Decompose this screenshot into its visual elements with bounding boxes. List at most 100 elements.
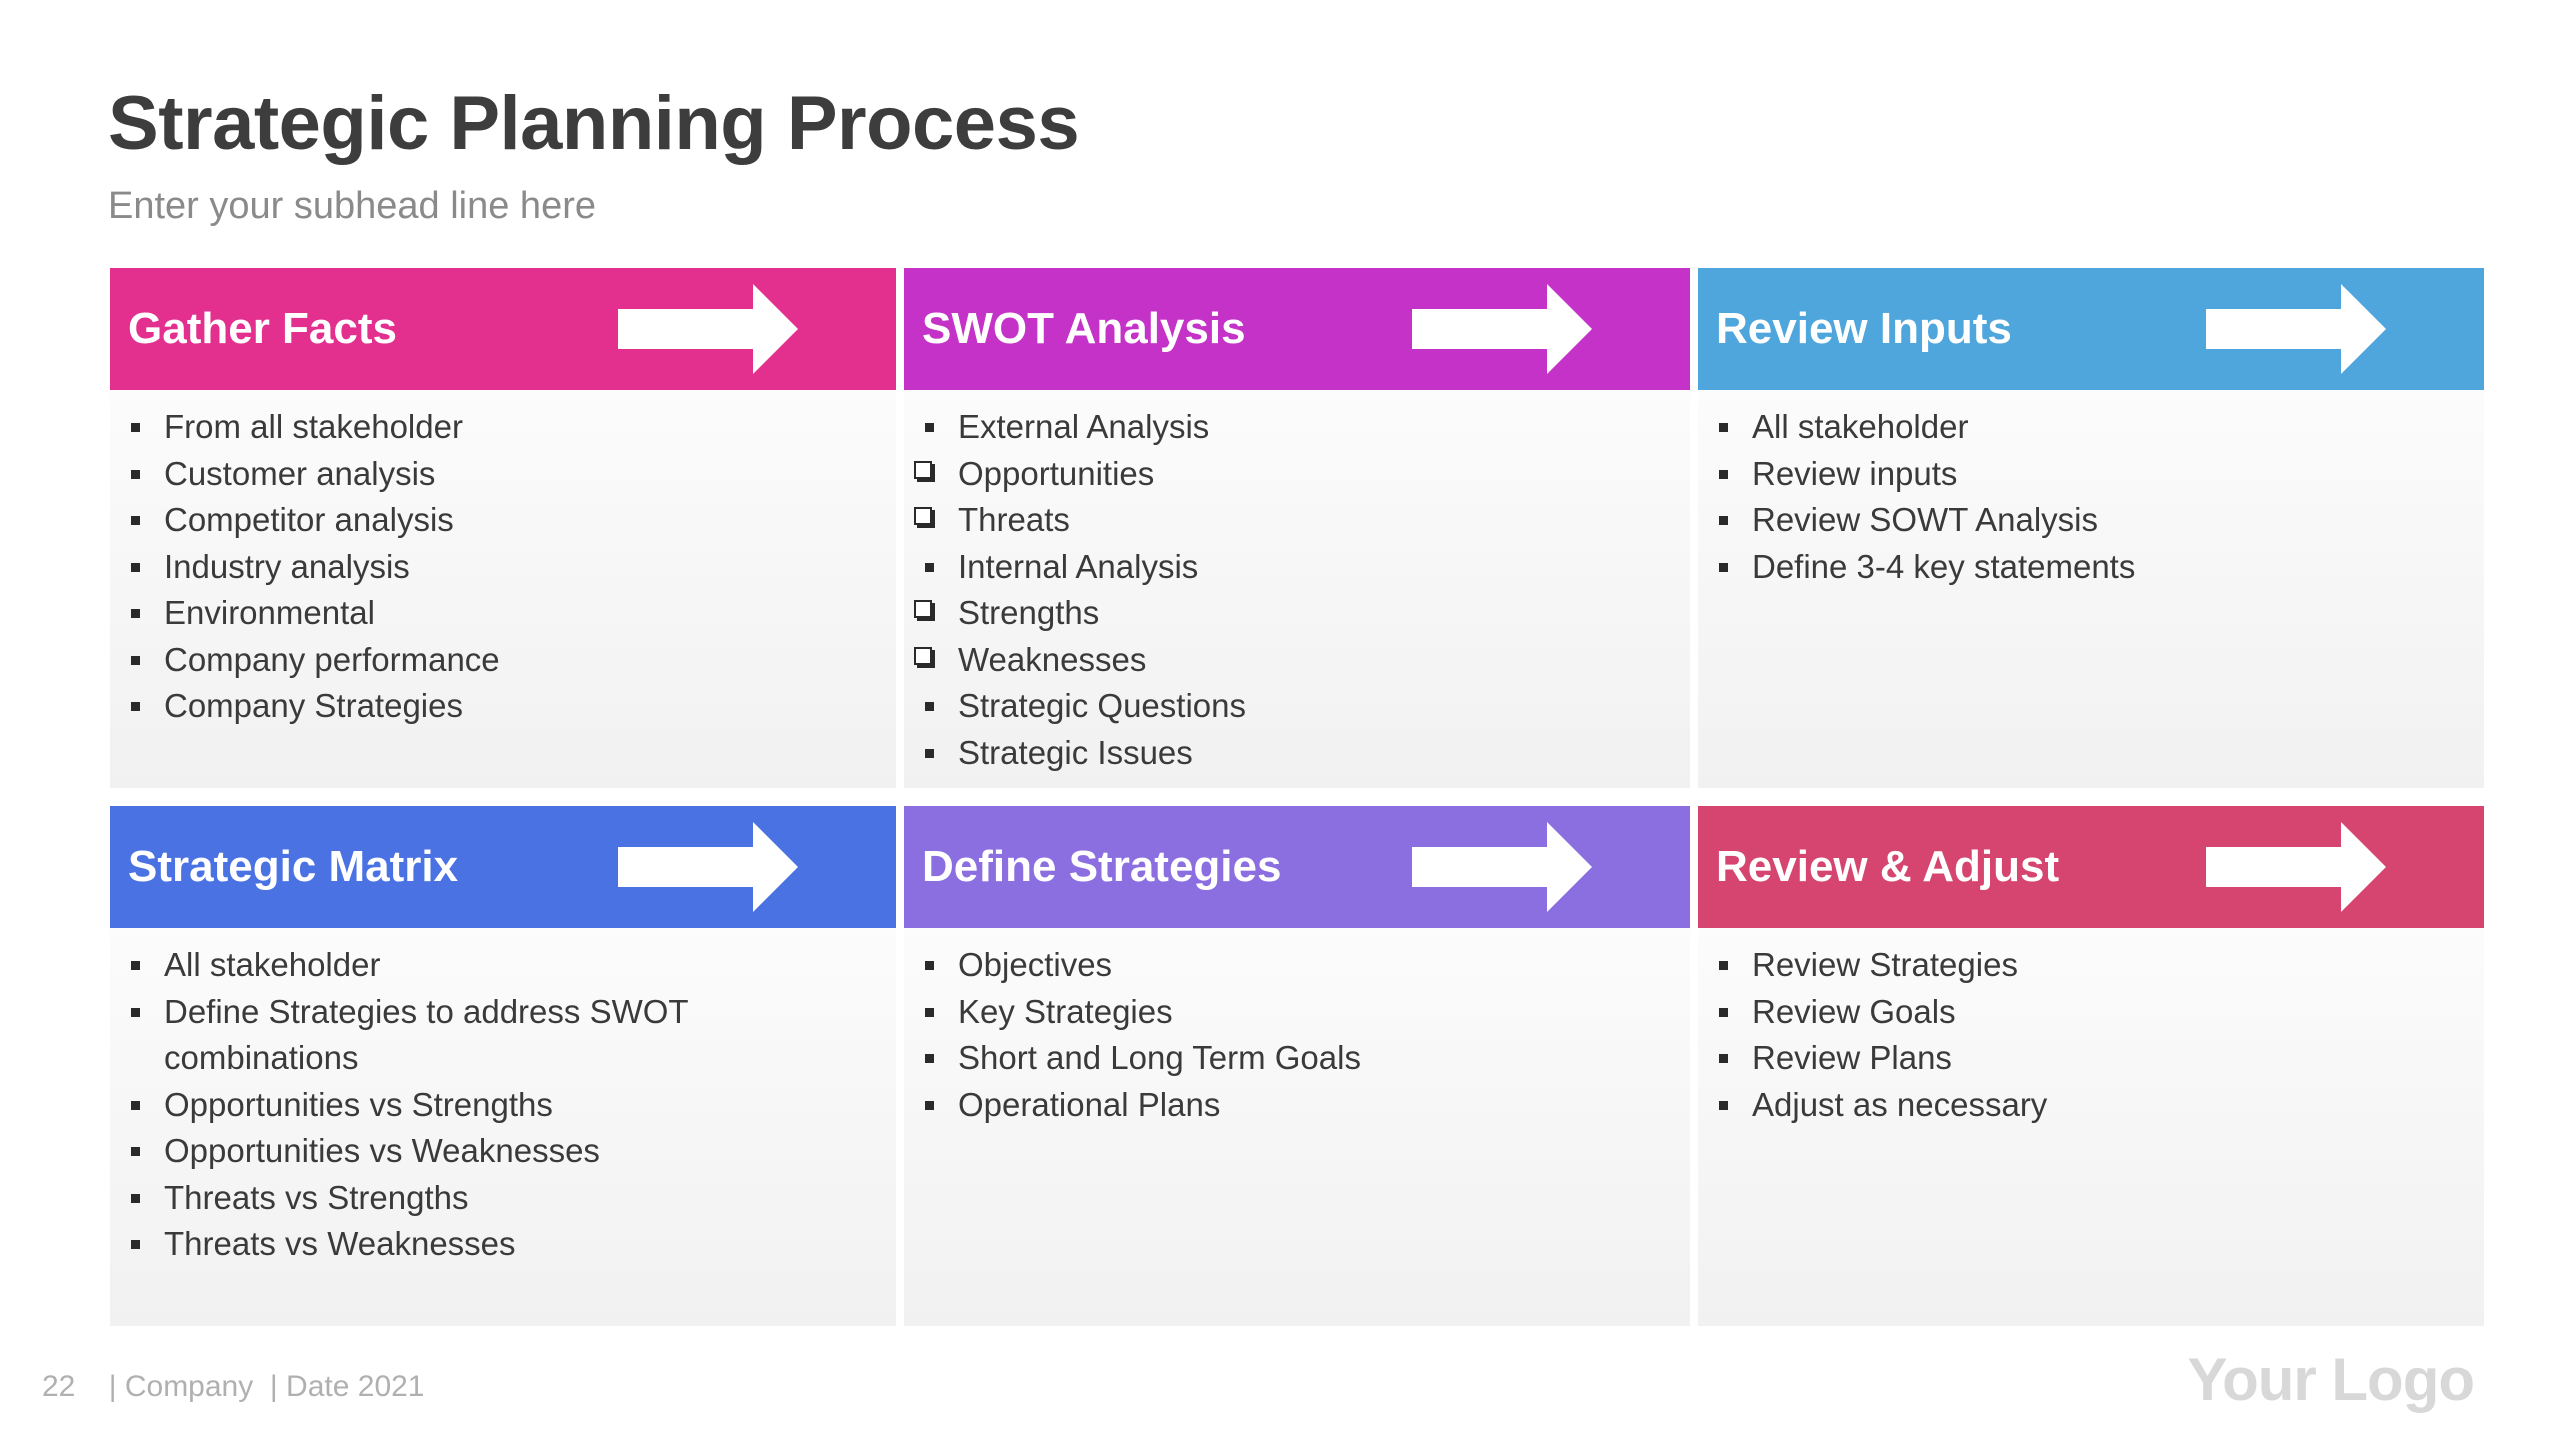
list-item-text: External Analysis: [958, 408, 1210, 445]
list-item-text: Opportunities: [958, 454, 1155, 492]
list-item: Opportunities vs Strengths: [110, 1082, 896, 1129]
slide-subhead: Enter your subhead line here: [108, 185, 596, 227]
list-item-text: Objectives: [958, 946, 1113, 983]
list-item-text: Industry analysis: [164, 547, 410, 585]
square-bullet-icon: [1719, 516, 1728, 525]
square-bullet-icon: [131, 1007, 140, 1017]
list-item-text: All stakeholder: [1752, 408, 1969, 445]
list-item: Threats vs Strengths: [110, 1175, 896, 1222]
list-item: Strengths: [904, 590, 1690, 637]
list-item: Internal Analysis: [904, 544, 1690, 591]
checkbox-bullet-icon: [914, 507, 932, 525]
list-item-text: Opportunities vs Strengths: [164, 1085, 553, 1123]
list-item: Short and Long Term Goals: [904, 1035, 1690, 1082]
list-item-text: Review Strategies: [1752, 946, 2018, 983]
page-number: 22: [42, 1370, 76, 1403]
arrow-right-icon: [618, 284, 798, 374]
list-item: Company Strategies: [110, 683, 896, 730]
square-bullet-icon: [1719, 423, 1728, 432]
panel-title: Strategic Matrix: [128, 842, 459, 891]
square-bullet-icon: [925, 1054, 934, 1063]
panel-title: Gather Facts: [128, 304, 397, 353]
panel-header: Review & Adjust: [1698, 806, 2484, 928]
square-bullet-icon: [925, 702, 934, 711]
list-item: Company performance: [110, 637, 896, 684]
list-item: Define Strategies to address SWOT combin…: [110, 989, 896, 1082]
square-bullet-icon: [1719, 1054, 1728, 1063]
square-bullet-icon: [131, 516, 140, 525]
list-item-text: Define Strategies to address SWOT combin…: [164, 992, 688, 1077]
list-item-text: Threats vs Weaknesses: [164, 1225, 516, 1262]
panel-header: Define Strategies: [904, 806, 1690, 928]
checkbox-bullet-icon: [914, 600, 932, 618]
square-bullet-icon: [131, 609, 140, 618]
list-item: External Analysis: [904, 404, 1690, 451]
list-item: Objectives: [904, 942, 1690, 989]
list-item-text: Review inputs: [1752, 454, 1958, 492]
square-bullet-icon: [1719, 1007, 1728, 1017]
list-item-text: Opportunities vs Weaknesses: [164, 1132, 600, 1169]
list-item-text: From all stakeholder: [164, 408, 463, 445]
panel-title: Define Strategies: [922, 842, 1282, 891]
list-item: Review Plans: [1698, 1035, 2484, 1082]
list-item: Threats: [904, 497, 1690, 544]
checkbox-bullet-icon: [914, 646, 932, 665]
slide-title: Strategic Planning Process: [108, 81, 1080, 166]
list-item: Define 3-4 key statements: [1698, 544, 2484, 591]
square-bullet-icon: [925, 1007, 934, 1017]
checkbox-bullet-icon: [914, 460, 932, 479]
list-item-text: Threats vs Strengths: [164, 1178, 469, 1216]
square-bullet-icon: [131, 562, 140, 572]
list-item-text: Short and Long Term Goals: [958, 1039, 1361, 1076]
square-bullet-icon: [131, 469, 140, 479]
panel-title: SWOT Analysis: [922, 304, 1246, 353]
arrow-right-icon: [2206, 284, 2386, 374]
list-item: Opportunities: [904, 451, 1690, 498]
list-item-text: Company performance: [164, 640, 500, 678]
list-item-text: Company Strategies: [164, 687, 463, 724]
square-bullet-icon: [925, 423, 934, 432]
company-logo: Your Logo: [2187, 1346, 2475, 1413]
panel-header: Gather Facts: [110, 268, 896, 390]
list-item: All stakeholder: [1698, 404, 2484, 451]
panel-header: Strategic Matrix: [110, 806, 896, 928]
list-item-text: Key Strategies: [958, 992, 1173, 1030]
list-item: Operational Plans: [904, 1082, 1690, 1129]
square-bullet-icon: [131, 1193, 140, 1203]
list-item: From all stakeholder: [110, 404, 896, 451]
square-bullet-icon: [131, 1240, 140, 1249]
list-item: Industry analysis: [110, 544, 896, 591]
list-item: Strategic Questions: [904, 683, 1690, 730]
list-item-text: Review Goals: [1752, 992, 1956, 1030]
list-item: Strategic Issues: [904, 730, 1690, 777]
square-bullet-icon: [131, 1147, 140, 1156]
square-bullet-icon: [131, 961, 140, 970]
footer-date: | Date 2021: [269, 1370, 425, 1403]
arrow-right-icon: [2206, 822, 2386, 912]
list-item: Environmental: [110, 590, 896, 637]
panel-title: Review Inputs: [1716, 304, 2012, 353]
square-bullet-icon: [925, 562, 934, 572]
square-bullet-icon: [131, 655, 140, 665]
list-item-text: Define 3-4 key statements: [1752, 547, 2136, 585]
list-item-text: Environmental: [164, 594, 375, 631]
square-bullet-icon: [131, 702, 140, 711]
arrow-right-icon: [1412, 822, 1592, 912]
list-item: Review inputs: [1698, 451, 2484, 498]
square-bullet-icon: [1719, 562, 1728, 572]
list-item: Review Strategies: [1698, 942, 2484, 989]
square-bullet-icon: [925, 1100, 934, 1110]
list-item: Review Goals: [1698, 989, 2484, 1036]
square-bullet-icon: [1719, 1100, 1728, 1110]
list-item: Threats vs Weaknesses: [110, 1221, 896, 1268]
list-item: Customer analysis: [110, 451, 896, 498]
